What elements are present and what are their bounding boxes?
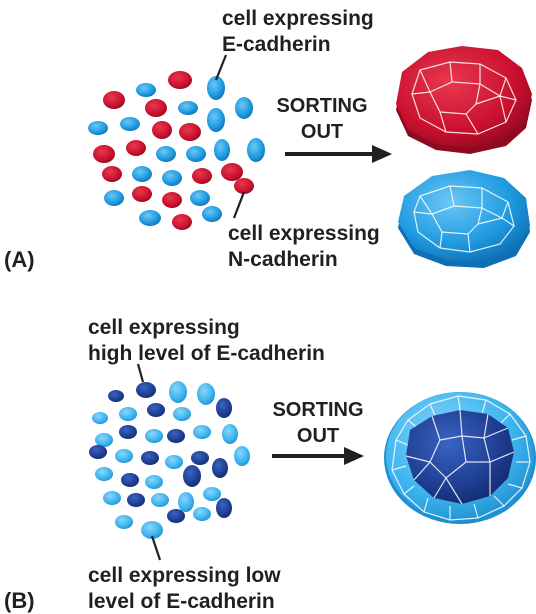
e-cadherin-cell (186, 146, 206, 162)
high-e-cadherin-cell (167, 509, 185, 523)
callout-high-e-cadherin-line2: high level of E-cadherin (88, 342, 325, 365)
low-e-cadherin-cell (222, 424, 238, 444)
n-cadherin-cell (168, 71, 192, 89)
e-cadherin-cell (88, 121, 108, 135)
arrow-b-label-line1: SORTING (272, 399, 363, 421)
low-e-cadherin-cell (151, 493, 169, 507)
arrow-a-label-line1: SORTING (276, 95, 367, 117)
n-cadherin-cell (162, 192, 182, 208)
high-e-cadherin-cell (127, 493, 145, 507)
callout-n-cadherin-line2: N-cadherin (228, 248, 338, 271)
sorted-cell-aggregate-b (384, 392, 536, 524)
low-e-cadherin-cell (173, 407, 191, 421)
callout-e-cadherin-line2: E-cadherin (222, 33, 331, 56)
low-e-cadherin-cell (115, 449, 133, 463)
low-e-cadherin-cell (95, 433, 113, 447)
high-e-cadherin-cell (89, 445, 107, 459)
callout-high-e-cadherin-line1: cell expressing (88, 316, 240, 339)
high-e-cadherin-cell (167, 429, 185, 443)
callout-leader-low-e-cadherin (150, 535, 162, 561)
n-cadherin-cell (221, 163, 243, 181)
callout-n-cadherin-line1: cell expressing (228, 222, 380, 245)
e-cadherin-cell (156, 146, 176, 162)
low-e-cadherin-cell (145, 475, 163, 489)
callout-low-e-cadherin-line1: cell expressing low (88, 564, 281, 587)
high-e-cadherin-cell (212, 458, 228, 478)
n-cadherin-cell (132, 186, 152, 202)
n-cadherin-cell (126, 140, 146, 156)
arrow-b-label-line2: OUT (297, 425, 339, 447)
e-cadherin-cell (132, 166, 152, 182)
panel-a: cell expressing E-cadherin cell expressi… (4, 7, 532, 272)
e-cadherin-cell (120, 117, 140, 131)
high-e-cadherin-cell (136, 382, 156, 398)
panel-b: cell expressing high level of E-cadherin… (4, 316, 536, 613)
low-e-cadherin-cell (103, 491, 121, 505)
e-cadherin-cell (235, 97, 253, 119)
red-cell-aggregate (396, 46, 532, 154)
n-cadherin-cell (234, 178, 254, 194)
low-e-cadherin-cell (165, 455, 183, 469)
e-cadherin-cell (178, 101, 198, 115)
high-e-cadherin-cell (121, 473, 139, 487)
callout-low-e-cadherin-line2: level of E-cadherin (88, 590, 275, 613)
low-e-cadherin-cell (193, 425, 211, 439)
low-e-cadherin-cell (234, 446, 250, 466)
e-cadherin-cell (247, 138, 265, 162)
low-e-cadherin-cell (115, 515, 133, 529)
mixed-cell-cluster-b (89, 381, 250, 539)
e-cadherin-cell (136, 83, 156, 97)
high-e-cadherin-cell (141, 451, 159, 465)
n-cadherin-cell (152, 121, 172, 139)
arrow-a-label-line2: OUT (301, 121, 343, 143)
low-e-cadherin-cell (169, 381, 187, 403)
high-e-cadherin-cell (216, 498, 232, 518)
high-e-cadherin-cell (147, 403, 165, 417)
arrow-a-head (372, 145, 392, 163)
low-e-cadherin-cell (197, 383, 215, 405)
panel-b-label: (B) (4, 588, 35, 613)
e-cadherin-cell (104, 190, 124, 206)
e-cadherin-cell (207, 76, 225, 100)
n-cadherin-cell (179, 123, 201, 141)
n-cadherin-cell (172, 214, 192, 230)
e-cadherin-cell (162, 170, 182, 186)
callout-leader-high-e-cadherin (136, 363, 145, 383)
low-e-cadherin-cell (119, 407, 137, 421)
high-e-cadherin-cell (191, 451, 209, 465)
e-cadherin-cell (214, 139, 230, 161)
low-e-cadherin-cell (193, 507, 211, 521)
high-e-cadherin-cell (108, 390, 124, 402)
low-e-cadherin-cell (141, 521, 163, 539)
e-cadherin-cell (139, 210, 161, 226)
callout-leader-e-cadherin (214, 54, 228, 81)
high-e-cadherin-cell (119, 425, 137, 439)
high-e-cadherin-cell (183, 465, 201, 487)
callout-leader-n-cadherin (232, 191, 246, 219)
panel-a-label: (A) (4, 247, 35, 272)
n-cadherin-cell (145, 99, 167, 117)
e-cadherin-cell (190, 190, 210, 206)
e-cadherin-cell (207, 108, 225, 132)
low-e-cadherin-cell (95, 467, 113, 481)
callout-e-cadherin-line1: cell expressing (222, 7, 374, 30)
n-cadherin-cell (192, 168, 212, 184)
low-e-cadherin-cell (203, 487, 221, 501)
low-e-cadherin-cell (178, 492, 194, 512)
n-cadherin-cell (93, 145, 115, 163)
blue-cell-aggregate (398, 170, 530, 268)
arrow-b-head (344, 447, 364, 465)
low-e-cadherin-cell (92, 412, 108, 424)
n-cadherin-cell (103, 91, 125, 109)
mixed-cell-cluster-a (88, 71, 265, 230)
low-e-cadherin-cell (145, 429, 163, 443)
n-cadherin-cell (102, 166, 122, 182)
e-cadherin-cell (202, 206, 222, 222)
high-e-cadherin-cell (216, 398, 232, 418)
